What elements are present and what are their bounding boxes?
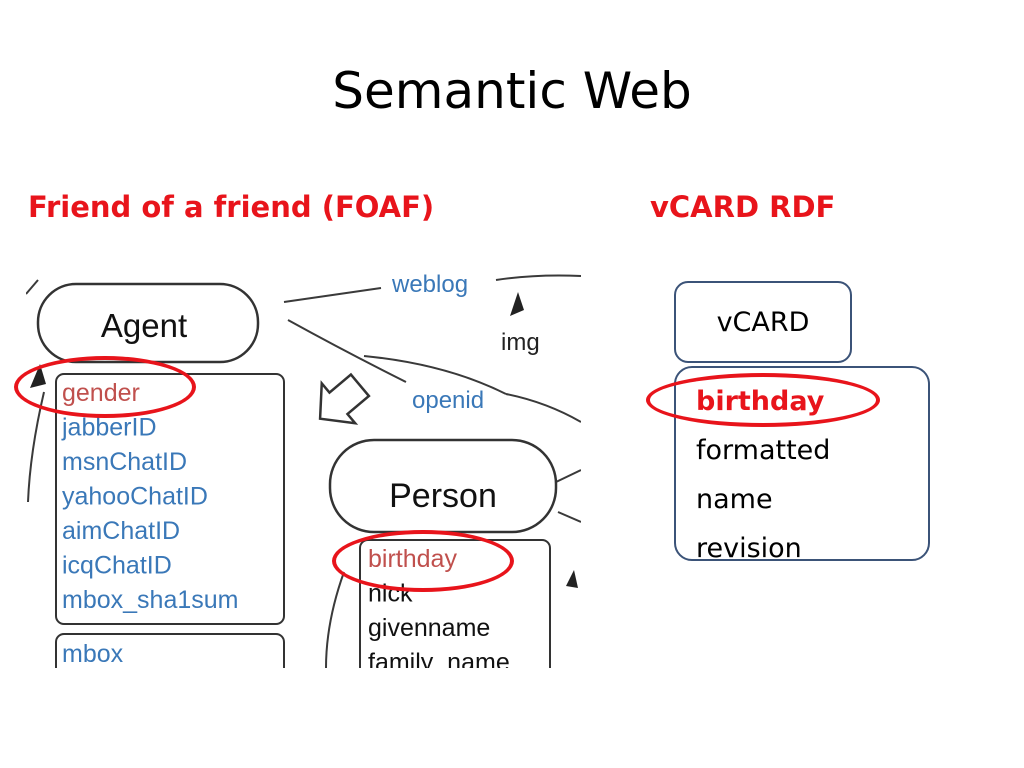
slide-title: Semantic Web xyxy=(332,62,692,120)
property-label: family_name xyxy=(368,649,510,669)
foaf-heading: Friend of a friend (FOAF) xyxy=(28,190,435,224)
vcard-heading: vCARD RDF xyxy=(650,190,836,224)
weblog-label: weblog xyxy=(391,272,468,298)
vcard-birthday-highlight-ring xyxy=(646,373,880,427)
vcard-field: revision xyxy=(696,533,802,564)
vcard-field: name xyxy=(696,484,773,515)
vcard-header-label: vCARD xyxy=(716,306,810,338)
property-label: givenname xyxy=(368,614,490,642)
property-label: aimChatID xyxy=(62,517,180,545)
agent-extra-property: mbox xyxy=(62,640,124,668)
property-label: yahooChatID xyxy=(62,483,208,511)
img-label: img xyxy=(501,329,540,356)
property-label: msnChatID xyxy=(62,448,187,476)
person-label: Person xyxy=(389,477,497,515)
birthday-highlight-ring xyxy=(332,530,514,592)
property-label: jabberID xyxy=(61,414,157,442)
openid-label: openid xyxy=(412,387,484,414)
property-label: mbox_sha1sum xyxy=(62,586,238,614)
agent-label: Agent xyxy=(101,307,187,344)
vcard-header-box: vCARD xyxy=(674,281,852,363)
gender-highlight-ring xyxy=(14,356,196,418)
property-label: icqChatID xyxy=(62,552,172,580)
vcard-field: formatted xyxy=(696,435,831,466)
